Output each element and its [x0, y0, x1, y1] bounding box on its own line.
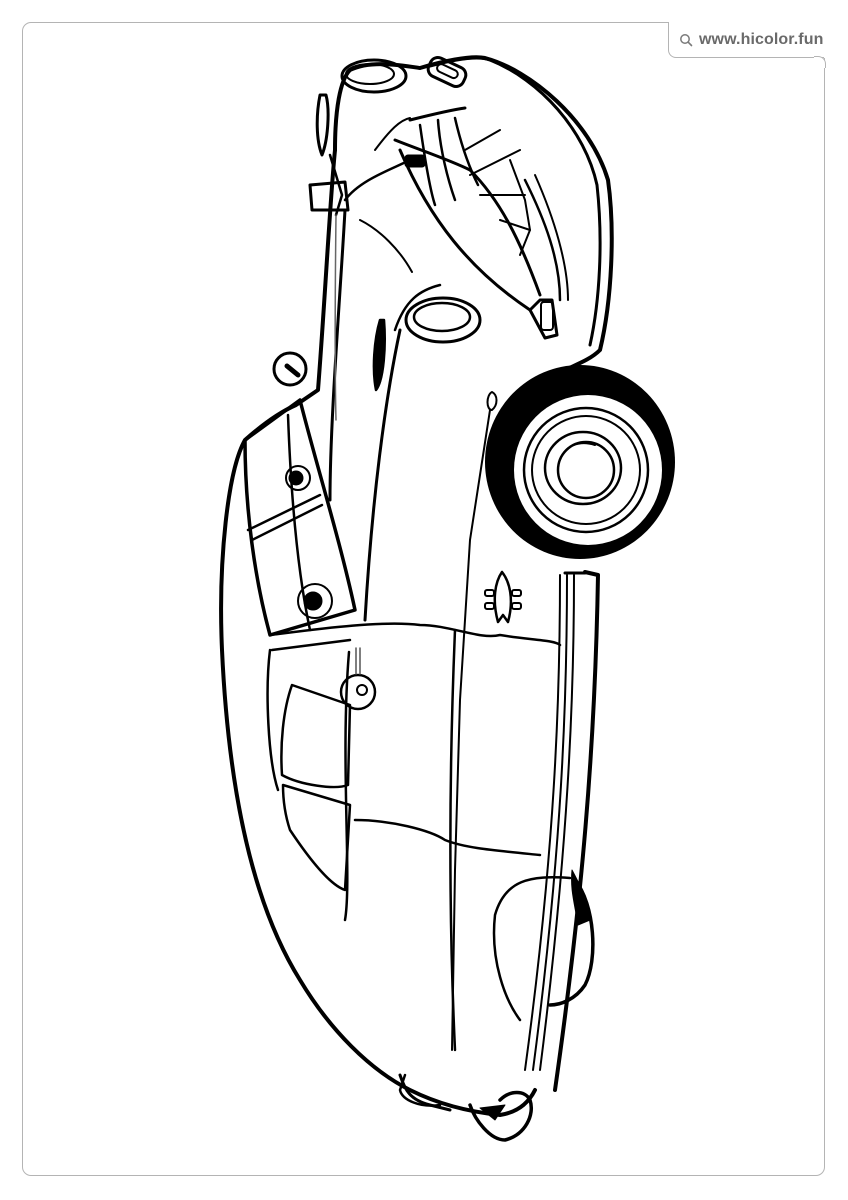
- car-body-outline: [219, 148, 537, 1117]
- window-front: [280, 683, 352, 789]
- watermark-badge[interactable]: www.hicolor.fun: [668, 22, 826, 58]
- mirror: [272, 351, 308, 387]
- windshield: [243, 398, 357, 637]
- badge-mask-right: [824, 20, 828, 58]
- hood-front: [333, 55, 614, 372]
- badge-mask: [669, 20, 829, 23]
- search-icon: [680, 33, 693, 46]
- antenna: [451, 391, 498, 1051]
- eye-lower: [297, 583, 333, 619]
- window-rear: [281, 783, 352, 892]
- tailfin: [468, 1090, 533, 1142]
- grille: [393, 106, 542, 312]
- site-url[interactable]: www.hicolor.fun: [699, 30, 824, 48]
- rear-wheel-arch: [492, 876, 572, 1022]
- body-lower-edge: [553, 570, 600, 1092]
- headlight-fender: [404, 296, 482, 344]
- badge-corner: [814, 56, 826, 68]
- headlight-top: [340, 58, 408, 94]
- door-mirror: [339, 673, 377, 711]
- page-frame: [22, 22, 825, 1176]
- emblem: [484, 570, 522, 624]
- front-wheel: [485, 365, 675, 559]
- eye-upper: [285, 465, 311, 491]
